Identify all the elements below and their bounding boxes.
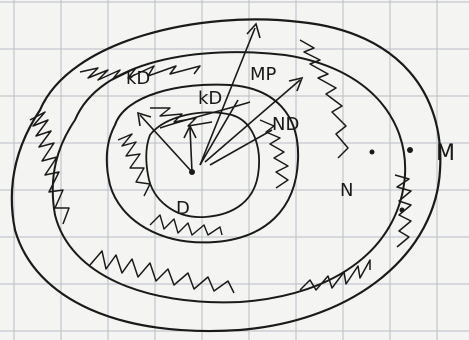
label-kd-inner: kD: [198, 88, 222, 109]
label-mp: MP: [250, 64, 277, 85]
ring-edge-dot: [400, 208, 405, 213]
label-nd: ND: [272, 114, 299, 135]
inner-ring-inner-edge: [146, 112, 259, 217]
center-point: [189, 169, 195, 175]
label-d-center: D: [176, 198, 190, 219]
inner-ring-hatching: [118, 108, 288, 235]
point-n-dot: [370, 150, 375, 155]
point-m-dot: [407, 147, 413, 153]
label-m: M: [436, 141, 455, 166]
label-kd-outer: kD: [126, 68, 150, 89]
label-n: N: [340, 180, 353, 201]
